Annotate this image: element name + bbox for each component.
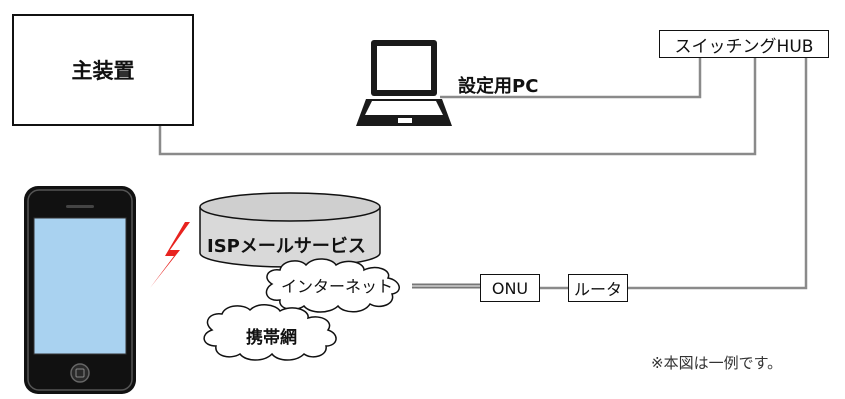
line-pc-to-hub: [440, 58, 702, 99]
onu-box: ONU: [480, 274, 540, 302]
lightning-icon: [150, 222, 190, 288]
line-hub-to-router: [628, 58, 808, 290]
router-label: ルータ: [573, 280, 622, 299]
smartphone-icon: [24, 186, 136, 394]
line-main-to-hub: [158, 58, 757, 156]
config-pc-label: 設定用PC: [458, 76, 539, 97]
example-note: ※本図は一例です。: [651, 354, 783, 372]
main-unit-box: 主装置: [12, 14, 194, 126]
mobile-network-cloud-icon: [203, 304, 337, 361]
onu-label: ONU: [491, 278, 529, 298]
main-unit-label: 主装置: [71, 59, 135, 83]
internet-label: インターネット: [281, 277, 394, 296]
switching-hub-label: スイッチングHUB: [674, 36, 814, 57]
router-box: ルータ: [568, 274, 628, 302]
mobile-network-label: 携帯網: [246, 328, 297, 348]
switching-hub-box: スイッチングHUB: [659, 30, 829, 58]
internet-cloud-icon: [265, 258, 400, 313]
isp-mail-label: ISPメールサービス: [207, 236, 366, 257]
laptop-icon: [356, 40, 452, 126]
